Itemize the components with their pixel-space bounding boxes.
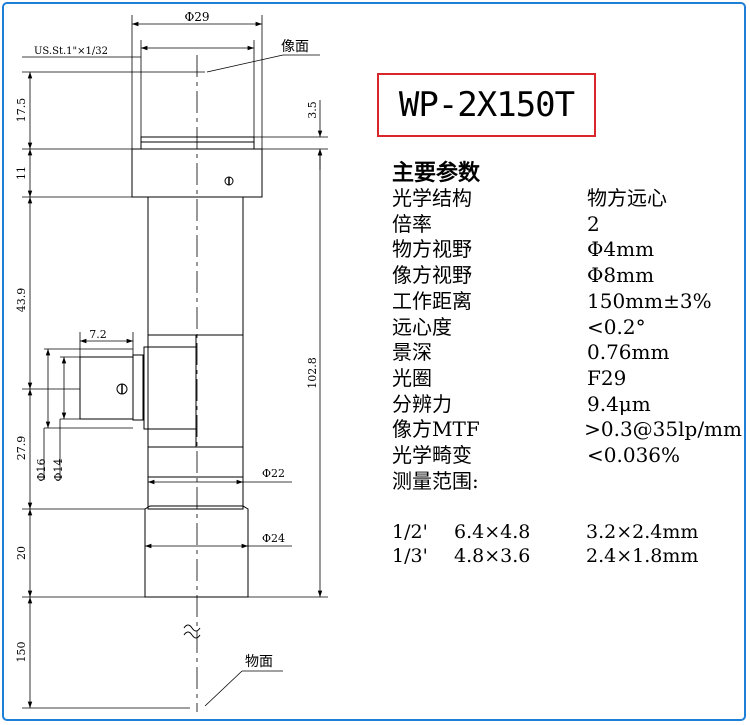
spec-heading: 主要参数 bbox=[392, 161, 481, 186]
spec-key: 景深 bbox=[392, 340, 432, 365]
spec-row: 像方视野 Φ8mm bbox=[392, 263, 742, 289]
spec-value: 物方远心 bbox=[587, 186, 667, 210]
coaxial-body bbox=[147, 334, 197, 448]
dim-43-9: 43.9 bbox=[15, 288, 28, 313]
range-sensor-size: 4.8×3.6 bbox=[454, 545, 531, 568]
spec-value: <0.036% bbox=[587, 443, 681, 468]
range-row: 1/3' 4.8×3.6 2.4×1.8mm bbox=[392, 544, 742, 568]
spec-key: 光学畸变 bbox=[392, 443, 472, 468]
lower-tube bbox=[147, 446, 244, 510]
model-box: WP-2X150T bbox=[377, 73, 596, 137]
spec-row: 物方视野 Φ4mm bbox=[392, 237, 742, 263]
range-row: 1/2' 6.4×4.8 3.2×2.4mm bbox=[392, 520, 742, 544]
dim-dia-16: Φ16 bbox=[35, 458, 48, 481]
range-sensor: 1/2' bbox=[392, 521, 428, 544]
dim-dia-14: Φ14 bbox=[52, 458, 65, 481]
dim-7-2: 7.2 bbox=[89, 328, 107, 341]
range-table: 1/2' 6.4×4.8 3.2×2.4mm 1/3' 4.8×3.6 2.4×1.8m… bbox=[392, 520, 742, 568]
dim-3-5: 3.5 bbox=[306, 101, 319, 119]
spec-value: Φ8mm bbox=[587, 263, 655, 288]
spec-key: 像方MTF bbox=[392, 417, 480, 442]
range-field: 2.4×1.8mm bbox=[586, 545, 699, 568]
dim-dia-24: Φ24 bbox=[262, 532, 285, 545]
spec-row: 景深 0.76mm bbox=[392, 340, 742, 366]
spec-row: 倍率 2 bbox=[392, 212, 742, 238]
dim-20: 20 bbox=[15, 546, 28, 560]
front-barrel bbox=[144, 505, 249, 598]
spec-key: 倍率 bbox=[392, 211, 432, 236]
spec-value: <0.2° bbox=[587, 314, 646, 339]
dim-dia-top: Φ29 bbox=[184, 10, 209, 24]
side-port-barrel bbox=[79, 356, 134, 420]
spec-value: 2 bbox=[587, 211, 600, 236]
range-sensor: 1/3' bbox=[392, 545, 428, 568]
spec-value: F29 bbox=[587, 365, 627, 390]
spec-row: 工作距离 150mm±3% bbox=[392, 289, 742, 315]
spec-row: 光学畸变 <0.036% bbox=[392, 443, 742, 469]
side-port bbox=[132, 354, 144, 421]
spec-key: 像方视野 bbox=[392, 263, 472, 288]
mount-thread bbox=[140, 136, 255, 150]
range-field: 3.2×2.4mm bbox=[586, 521, 699, 544]
coaxial-block bbox=[143, 346, 197, 430]
image-plane-label: 像面 bbox=[281, 39, 309, 55]
dim-17-5: 17.5 bbox=[15, 98, 28, 123]
spec-row: 光学结构 物方远心 bbox=[392, 186, 742, 212]
dim-150: 150 bbox=[15, 642, 28, 663]
spec-value: 9.4μm bbox=[587, 391, 651, 416]
range-sensor-size: 6.4×4.8 bbox=[454, 521, 531, 544]
dim-dia-22: Φ22 bbox=[262, 467, 285, 480]
spec-value: >0.3@35lp/mm bbox=[584, 417, 742, 442]
spec-key: 工作距离 bbox=[392, 288, 472, 313]
spec-key: 分辨力 bbox=[392, 391, 452, 416]
spec-row: 分辨力 9.4μm bbox=[392, 392, 742, 418]
spec-key: 物方视野 bbox=[392, 237, 472, 262]
dim-11: 11 bbox=[15, 166, 28, 180]
dim-102-8: 102.8 bbox=[306, 357, 319, 389]
spec-value: 0.76mm bbox=[587, 340, 670, 365]
spec-key: 远心度 bbox=[392, 314, 452, 339]
dim-27-9: 27.9 bbox=[15, 436, 28, 461]
spec-row: 光圈 F29 bbox=[392, 366, 742, 392]
spec-table: 主要参数 光学结构 物方远心 倍率 2 物方视野 Φ4mm 像方视野 Φ8mm 工作距离… bbox=[392, 162, 742, 568]
spec-row: 像方MTF >0.3@35lp/mm bbox=[392, 417, 742, 443]
spec-rows: 光学结构 物方远心 倍率 2 物方视野 Φ4mm 像方视野 Φ8mm 工作距离 150mm… bbox=[392, 186, 742, 469]
spec-key: 光学结构 bbox=[392, 186, 472, 210]
range-title: 测量范围: bbox=[392, 468, 479, 493]
spec-key: 光圈 bbox=[392, 365, 432, 390]
model-title: WP-2X150T bbox=[398, 85, 575, 125]
spec-value: Φ4mm bbox=[587, 237, 655, 262]
upper-tube bbox=[147, 196, 244, 336]
object-plane-label: 物面 bbox=[245, 654, 273, 670]
spec-row: 远心度 <0.2° bbox=[392, 315, 742, 341]
mount-label: US.St.1"×1/32 bbox=[34, 46, 108, 57]
spec-value: 150mm±3% bbox=[587, 288, 712, 313]
